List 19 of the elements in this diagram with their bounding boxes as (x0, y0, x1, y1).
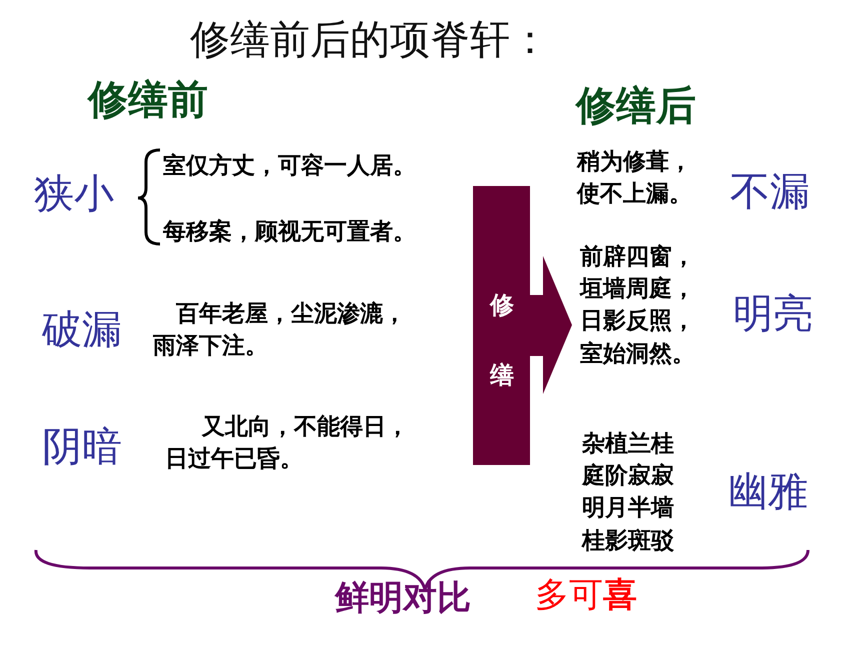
quote-text: 百年老屋，尘泥渗漉，雨泽下注。 (153, 300, 407, 362)
contrast-text: 鲜明对比 (335, 578, 471, 619)
title: 修缮前后的项脊轩： (190, 16, 550, 64)
arrow-label: 修缮 (490, 290, 514, 391)
column-heading: 修缮前 (88, 76, 208, 124)
quote-text: 前辟四窗，垣墙周庭，日影反照，室始洞然。 (580, 243, 696, 369)
summary-word: 幽雅 (728, 468, 808, 516)
column-heading: 修缮后 (576, 82, 696, 130)
quote-text: 杂植兰桂庭阶寂寂明月半墙桂影斑驳 (582, 430, 675, 556)
quote-text: 室仅方丈，可容一人居。 (163, 152, 416, 181)
quote-text: 稍为修葺，使不上漏。 (577, 148, 693, 210)
quote-text: 每移案，顾视无可置者。 (163, 218, 416, 247)
quote-text: 又北向，不能得日，日过午已昏。 (165, 413, 410, 474)
summary-word: 明亮 (733, 290, 813, 338)
summary-word: 破漏 (42, 306, 122, 354)
summary-word: 不漏 (730, 168, 810, 216)
conclusion-text: 多可喜 (535, 575, 637, 616)
summary-word: 狭小 (34, 170, 114, 218)
summary-word: 阴暗 (42, 423, 122, 471)
